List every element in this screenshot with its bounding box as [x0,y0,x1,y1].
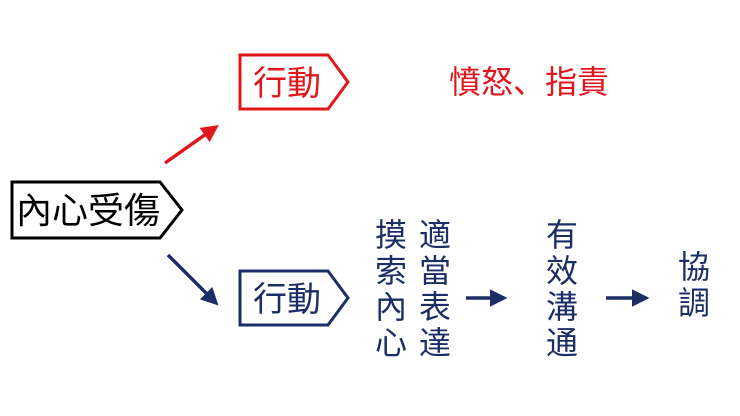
step-coordinate-label: 協調 [673,250,711,322]
source-node: 內心受傷 [10,180,184,240]
outcome-top-label: 憤怒、指責 [449,63,609,101]
source-node-label: 內心受傷 [16,191,160,232]
action-top-node: 行動 [238,53,350,111]
action-top-node-label: 行動 [253,64,321,104]
step-explore-label: 摸索內心 [370,218,408,362]
step-express-label: 適當表達 [414,218,452,362]
arrow-source-to-action-bottom [166,253,219,306]
step-communicate-label: 有效溝通 [541,218,579,362]
action-top-node-shape [238,53,350,111]
action-bottom-node-shape [238,269,350,327]
arrow-source-to-action-top [163,124,219,165]
action-bottom-node-label: 行動 [253,280,321,320]
source-node-shape [10,180,184,240]
action-bottom-node: 行動 [238,269,350,327]
